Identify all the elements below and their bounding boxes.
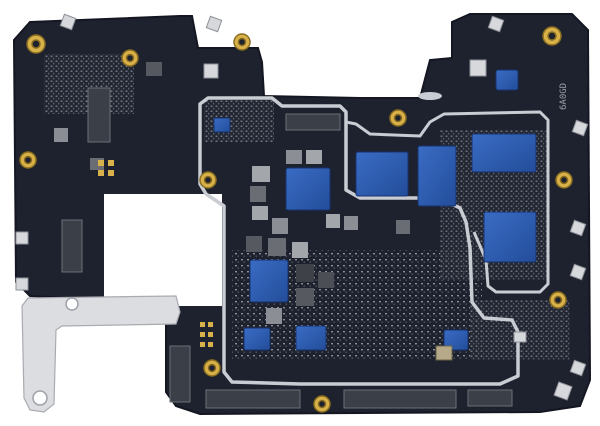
antenna-pad xyxy=(418,92,442,100)
edge-clips xyxy=(15,13,589,401)
inductors xyxy=(54,62,410,324)
crystal xyxy=(435,345,453,361)
gold-test-pads xyxy=(98,160,213,347)
metal-bracket xyxy=(21,295,181,413)
blue-chips xyxy=(213,69,537,351)
connectors xyxy=(61,87,513,409)
silkscreen-board-code: 6A0GD xyxy=(559,83,569,110)
component-field-lower xyxy=(470,300,570,360)
mounting-pads xyxy=(19,26,573,413)
shield-frame-trace xyxy=(198,96,520,386)
board-cutout xyxy=(104,194,222,306)
shield-frame-trace-2 xyxy=(345,110,550,294)
